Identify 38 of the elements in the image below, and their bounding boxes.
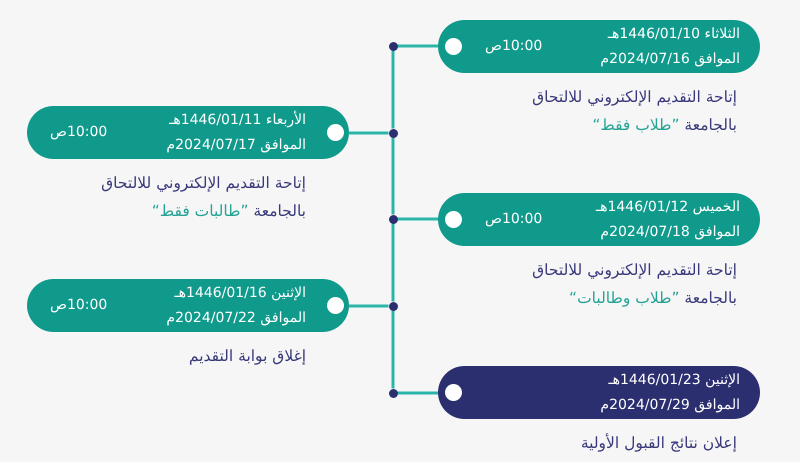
description-text: إعلان نتائج القبول الأولية [580, 432, 737, 454]
branch-line [398, 218, 438, 220]
time-text: 10:00ص [50, 296, 108, 315]
date-pill [27, 106, 349, 159]
branch-line [398, 392, 438, 394]
time-text: 10:00ص [50, 123, 108, 142]
timeline-line [392, 138, 394, 214]
date-pill [438, 20, 760, 73]
description-text: إتاحة التقديم الإلكتروني للالتحاق بالجامعة ”طلاب فقط“ [531, 87, 737, 136]
date-text: الموافق 2024/07/18م [600, 223, 740, 242]
timeline-line [392, 50, 394, 128]
description-text: إتاحة التقديم الإلكتروني للالتحاق بالجامعة ”طالبات فقط“ [100, 173, 306, 222]
branch-line [349, 304, 388, 308]
date-text: الموافق 2024/07/29م [600, 396, 740, 415]
branch-line [349, 132, 388, 134]
date-pill [438, 193, 760, 246]
date-text: الثلاثاء 1446/01/10هـ [608, 25, 740, 44]
timeline-dot [388, 128, 398, 138]
time-text: 10:00ص [485, 37, 542, 56]
description-text: إتاحة التقديم الإلكتروني للالتحاق بالجامعة ”طلاب وطالبات“ [531, 260, 737, 309]
description-text: إغلاق بوابة التقديم [188, 346, 306, 367]
date-text: الموافق 2024/07/16م [600, 50, 740, 69]
timeline-dot [388, 214, 398, 224]
date-text: الإثنين 1446/01/23هـ [608, 371, 740, 390]
time-text: 10:00ص [485, 210, 542, 229]
date-text: الأربعاء 1446/01/11هـ [169, 110, 306, 130]
date-pill [438, 366, 760, 419]
date-pill [27, 279, 349, 332]
date-text: الموافق 2024/07/17م [166, 136, 306, 155]
timeline-dot [388, 388, 398, 398]
timeline-dot [388, 302, 398, 310]
branch-line [398, 44, 438, 48]
date-text: الإثنين 1446/01/16هـ [174, 284, 306, 303]
date-text: الخميس 1446/01/12هـ [596, 198, 740, 217]
date-text: الموافق 2024/07/22م [166, 309, 306, 328]
timeline-dot [388, 42, 398, 50]
timeline-line [392, 310, 394, 388]
timeline-line [392, 224, 394, 302]
